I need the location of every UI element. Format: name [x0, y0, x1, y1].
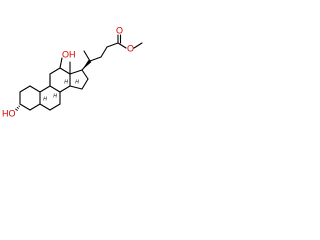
ester-oxygen-label: O [127, 43, 134, 53]
bond [59, 67, 71, 75]
bond [49, 67, 61, 75]
c3-ho-hashed-bond [15, 105, 21, 111]
oh-top-label: OH [62, 49, 76, 59]
oh-left-label: HO [2, 108, 16, 118]
bond [59, 85, 71, 93]
bond [81, 69, 89, 80]
c17-wedge-bond [82, 60, 92, 70]
bond [19, 103, 31, 111]
bond [89, 56, 102, 62]
bond [49, 85, 61, 93]
bond [19, 85, 31, 93]
h-c5-label: H [43, 96, 47, 102]
bond [29, 103, 41, 111]
h-c14-label: H [75, 79, 79, 85]
bond [69, 85, 83, 90]
bond [29, 85, 41, 93]
h-c8-label: H [64, 79, 68, 85]
steroid-structure-diagram: OH HO O O H H H H [2, 25, 143, 118]
ester-bond [117, 42, 127, 49]
bond [106, 42, 119, 48]
h-c9-label: H [53, 93, 57, 99]
bond [49, 103, 61, 111]
ring-c [49, 67, 71, 93]
bond [39, 85, 51, 93]
ring-d [69, 69, 89, 90]
ring-b [39, 85, 61, 111]
bond [100, 46, 108, 58]
bond [39, 103, 51, 111]
carbonyl-oxygen-label: O [116, 25, 123, 35]
ring-a [19, 85, 41, 111]
bond [81, 78, 89, 90]
c20-methyl-bond [83, 50, 91, 62]
c12-oh-bond [59, 57, 63, 69]
methoxy-bond [133, 42, 143, 49]
bond [69, 69, 83, 75]
